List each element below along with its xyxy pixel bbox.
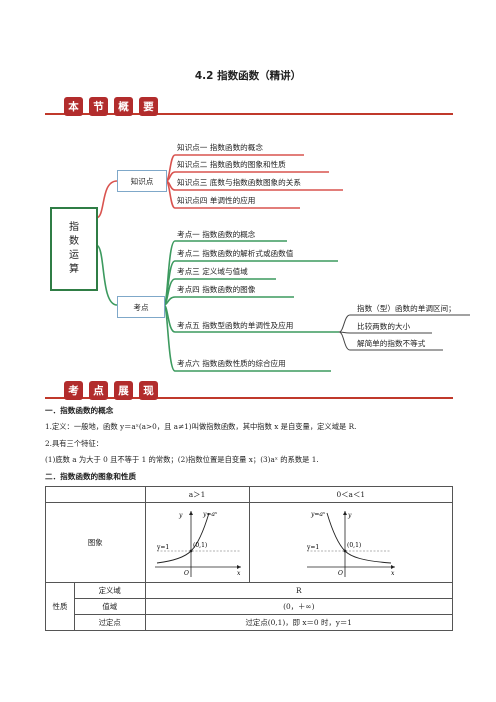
table-row-fixed-point: 过定点 过定点(0,1)，即 x＝0 时，y＝1 xyxy=(46,614,454,631)
exam-point: 考点三 定义域与值域 xyxy=(177,267,248,276)
paragraph-line: 2.具有三个特征： xyxy=(45,439,104,448)
root-char: 运 xyxy=(69,250,79,261)
banner-rule xyxy=(45,397,453,399)
paragraph-line: (1)底数 a 为大于 0 且不等于 1 的常数；(2)指数位置是自变量 x；(… xyxy=(45,455,319,464)
banner-char: 本 xyxy=(64,97,83,116)
sub-point: 指数（型）函数的单调区间； xyxy=(357,304,456,313)
point-label: (0,1) xyxy=(193,542,207,549)
root-char: 数 xyxy=(69,236,79,247)
exam-point: 考点二 指数函数的解析式或函数值 xyxy=(177,249,294,258)
axis-x-label: x xyxy=(237,570,241,577)
label-domain: 定义域 xyxy=(73,582,146,599)
axis-x-label: x xyxy=(391,570,395,577)
sub-point: 解简单的指数不等式 xyxy=(357,339,426,348)
section-heading: 一．指数函数的概念 xyxy=(45,406,114,415)
graph-decreasing: y=aˣ y (0,1) y=1 O x xyxy=(306,510,395,577)
table-row-graph: 图象 y y=aˣ (0,1) y=1 O x xyxy=(45,502,454,583)
table-corner-cell xyxy=(45,486,146,503)
label-range: 值域 xyxy=(73,598,146,615)
origin-label: O xyxy=(184,570,189,577)
connector-root-knowledge xyxy=(95,180,118,219)
knowledge-point: 知识点三 底数与指数函数图象的关系 xyxy=(177,178,301,187)
page-title: 4.2 指数函数（精讲） xyxy=(194,70,302,82)
sub-point: 比较两数的大小 xyxy=(357,322,411,331)
banner-rule xyxy=(45,113,453,115)
connector-root-exam xyxy=(95,244,118,306)
origin-label: O xyxy=(338,570,343,577)
exam-point: 考点五 指数型函数的单调性及应用 xyxy=(177,321,294,330)
table-row-range: 值域 (0，＋∞) xyxy=(46,598,454,615)
value-range: (0，＋∞) xyxy=(144,598,454,615)
table-header-row: a＞1 0＜a＜1 xyxy=(45,486,454,503)
table-row-domain: 性质 定义域 R xyxy=(45,582,454,631)
hline-label: y=1 xyxy=(156,544,169,551)
point-label: (0,1) xyxy=(347,542,361,549)
branch-knowledge: 知识点 xyxy=(117,170,167,192)
value-domain: R xyxy=(144,582,454,599)
section-banner-overview: 本 节 概 要 xyxy=(45,96,453,118)
graph-cell-decreasing: y=aˣ y (0,1) y=1 O x xyxy=(248,502,454,583)
axis-y-label: y xyxy=(347,512,352,519)
axis-y-label: y xyxy=(178,512,183,519)
exam-point: 考点六 指数函数性质的综合应用 xyxy=(177,359,286,368)
header-a-gt-1: a＞1 xyxy=(144,486,250,503)
banner-char: 概 xyxy=(114,97,133,116)
row-label-properties: 性质 xyxy=(45,582,75,631)
paragraph-line: 1.定义：一般地，函数 y＝aˣ(a>0，且 a≠1)叫做指数函数，其中指数 x… xyxy=(45,422,357,431)
value-fixed-point: 过定点(0,1)，即 x＝0 时，y＝1 xyxy=(144,614,454,631)
graph-increasing: y y=aˣ (0,1) y=1 O x xyxy=(155,510,242,577)
knowledge-point: 知识点四 单调性的应用 xyxy=(177,196,256,205)
hline-label: y=1 xyxy=(306,544,319,551)
exam-point: 考点一 指数函数的概念 xyxy=(177,230,256,239)
properties-table: a＞1 0＜a＜1 图象 y y=aˣ (0,1) y=1 O x xyxy=(45,486,454,631)
banner-char: 考 xyxy=(64,381,83,400)
branch-exam: 考点 xyxy=(117,296,165,318)
func-label: y=aˣ xyxy=(310,511,326,518)
func-label: y=aˣ xyxy=(202,511,218,518)
graph-cell-increasing: y y=aˣ (0,1) y=1 O x xyxy=(144,502,250,583)
banner-char: 节 xyxy=(89,97,108,116)
header-a-lt-1: 0＜a＜1 xyxy=(248,486,454,503)
banner-char: 现 xyxy=(139,381,158,400)
root-char: 指 xyxy=(69,222,79,233)
section-banner-exam: 考 点 展 现 xyxy=(45,380,453,402)
banner-char: 展 xyxy=(114,381,133,400)
exam-point: 考点四 指数函数的图像 xyxy=(177,285,256,294)
row-label-graph: 图象 xyxy=(45,502,146,583)
banner-char: 点 xyxy=(89,381,108,400)
mindmap-root: 指 数 运 算 xyxy=(50,207,98,291)
label-fixed-point: 过定点 xyxy=(73,614,146,631)
knowledge-point: 知识点一 指数函数的概念 xyxy=(177,143,263,152)
section-heading: 二．指数函数的图象和性质 xyxy=(45,472,137,481)
knowledge-point: 知识点二 指数函数的图象和性质 xyxy=(177,160,286,169)
banner-char: 要 xyxy=(139,97,158,116)
root-char: 算 xyxy=(69,264,79,275)
